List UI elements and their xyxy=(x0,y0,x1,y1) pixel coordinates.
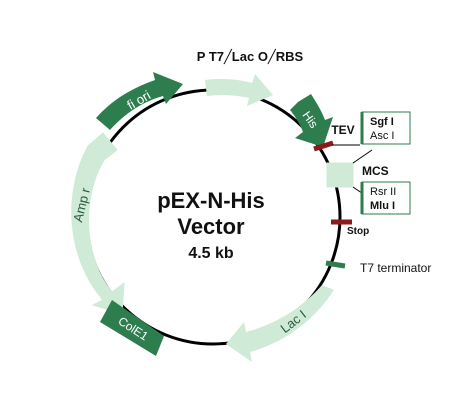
amp-r-segment xyxy=(71,132,125,315)
asc-i-label: Asc I xyxy=(370,130,394,142)
mcs-box xyxy=(326,162,354,188)
cole1-segment xyxy=(100,300,164,356)
t7-terminator-label: T7 terminator xyxy=(360,261,431,275)
rsr-ii-label: Rsr II xyxy=(370,186,396,198)
mcs-top-leader xyxy=(352,149,373,164)
sgf-i-label: Sgf I xyxy=(370,116,394,128)
mlu-i-label: Mlu I xyxy=(370,200,395,212)
stop-label: Stop xyxy=(347,226,369,237)
promoter-segment xyxy=(205,74,273,106)
lac-i-segment xyxy=(226,285,334,362)
vector-subtitle: Vector xyxy=(177,214,245,239)
vector-name: pEX-N-His xyxy=(157,188,265,213)
fi-ori-segment xyxy=(96,72,183,130)
vector-size: 4.5 kb xyxy=(188,245,234,262)
tev-marker xyxy=(313,140,334,152)
tev-label: TEV xyxy=(331,123,354,137)
mcs-label: MCS xyxy=(362,164,389,178)
promoter-label: P T7╱Lac O╱RBS xyxy=(197,48,304,65)
his-segment xyxy=(290,94,333,147)
t7-terminator-marker xyxy=(325,260,346,269)
